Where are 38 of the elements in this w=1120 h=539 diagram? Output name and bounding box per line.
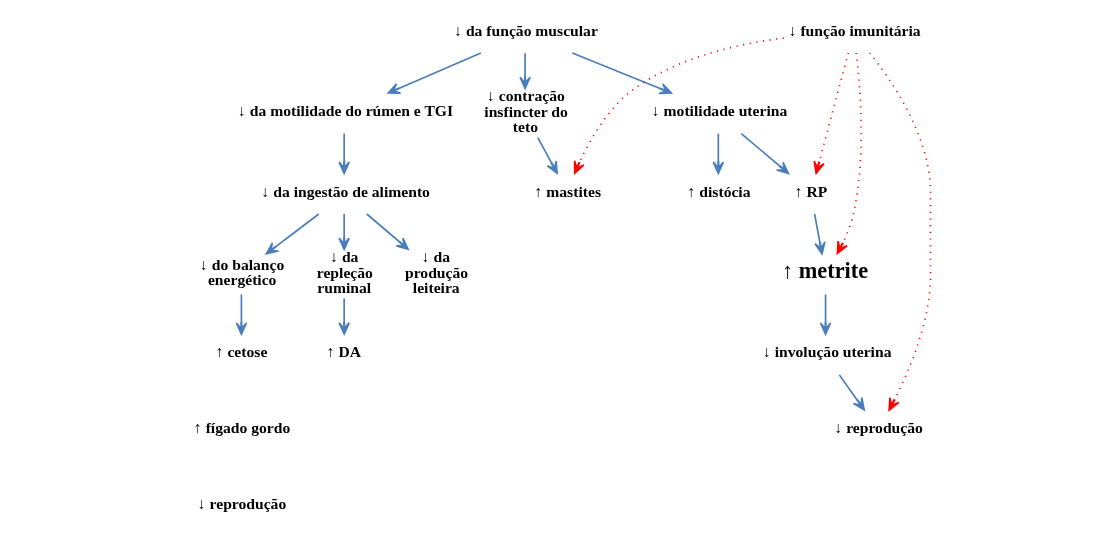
node-text: ↓ da função muscular [454,21,598,39]
arrow [868,52,932,411]
arrow [387,52,482,94]
label: ↑ fígado gordo [193,419,291,437]
node-text: ↓ involução uterina [763,343,892,361]
arrow [838,374,865,411]
node-text: ↓ motilidade uterina [651,102,788,120]
arrow [573,37,785,174]
arrow [338,297,350,335]
arrow [338,132,350,175]
arrow [235,293,248,335]
node-text: ↑ DA [326,343,362,361]
arrow [365,213,409,251]
arrow [519,52,531,90]
node-text: ↓ função imunitária [788,21,921,39]
arrow [819,293,832,335]
arrow [740,132,790,175]
arrow [813,213,826,255]
node-text: ↑ metrite [781,258,869,284]
label: ↓ reprodução [197,495,287,513]
arrow [537,136,558,175]
node-text: ↓ reprodução [834,419,923,437]
node-text: ↑ cetose [215,343,268,361]
node-text: ↑ distócia [687,182,751,200]
node-text: ↑ mastites [534,182,601,200]
arrow [813,52,850,175]
arrow [712,132,725,175]
arrow [571,52,673,95]
arrow [836,52,863,255]
node-text: ↓ contração insfincter do teto [484,87,568,136]
arrow [265,213,320,255]
node-text: ↓ da repleção ruminal [316,247,373,297]
node-text: ↑ RP [794,182,828,200]
node-text: ↓ do balanço energético [200,255,285,289]
node-text: ↓ da produção leiteira [405,247,469,297]
arrow [338,213,350,251]
node-text: ↓ da motilidade do rúmen e TGI [238,102,454,120]
node-text: ↓ da ingestão de alimento [261,182,430,200]
